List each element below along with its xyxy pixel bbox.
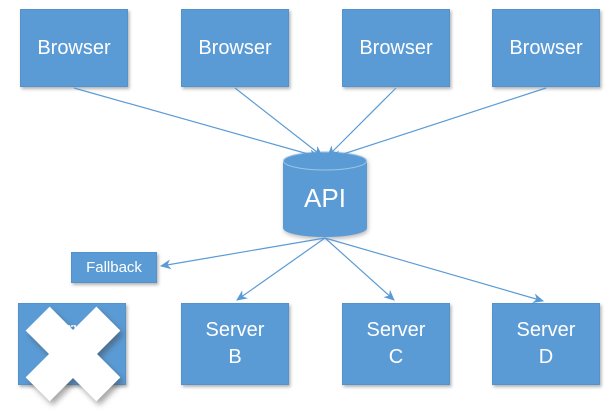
edge-api-server-c xyxy=(324,237,395,301)
edge-api-server-b xyxy=(236,237,326,301)
server-node-b[interactable]: Server B xyxy=(181,303,289,385)
browser-label: Browser xyxy=(359,36,433,59)
edge-browser-3-api xyxy=(327,87,397,157)
server-node-a[interactable]: Server A xyxy=(18,303,126,385)
server-label: Server C xyxy=(366,319,426,368)
edge-browser-4-api xyxy=(329,87,547,160)
api-node[interactable]: API xyxy=(283,150,367,240)
browser-label: Browser xyxy=(37,36,111,59)
server-node-c[interactable]: Server C xyxy=(342,303,450,385)
browser-label: Browser xyxy=(198,36,272,59)
edge-api-server-d xyxy=(324,237,545,304)
edge-browser-2-api xyxy=(234,87,323,157)
server-label: Server D xyxy=(516,319,576,368)
browser-node-4[interactable]: Browser xyxy=(492,9,600,87)
edge-browser-1-api xyxy=(73,87,321,160)
server-node-d[interactable]: Server D xyxy=(492,303,600,385)
server-label: Server A xyxy=(42,319,102,368)
fallback-label: Fallback xyxy=(86,259,142,276)
server-label: Server B xyxy=(205,319,265,368)
browser-node-1[interactable]: Browser xyxy=(20,9,128,87)
browser-node-2[interactable]: Browser xyxy=(181,9,289,87)
browser-label: Browser xyxy=(509,36,583,59)
api-label: API xyxy=(304,182,346,213)
edge-api-fallback xyxy=(159,237,326,270)
fallback-node[interactable]: Fallback xyxy=(71,252,157,283)
browser-node-3[interactable]: Browser xyxy=(342,9,450,87)
